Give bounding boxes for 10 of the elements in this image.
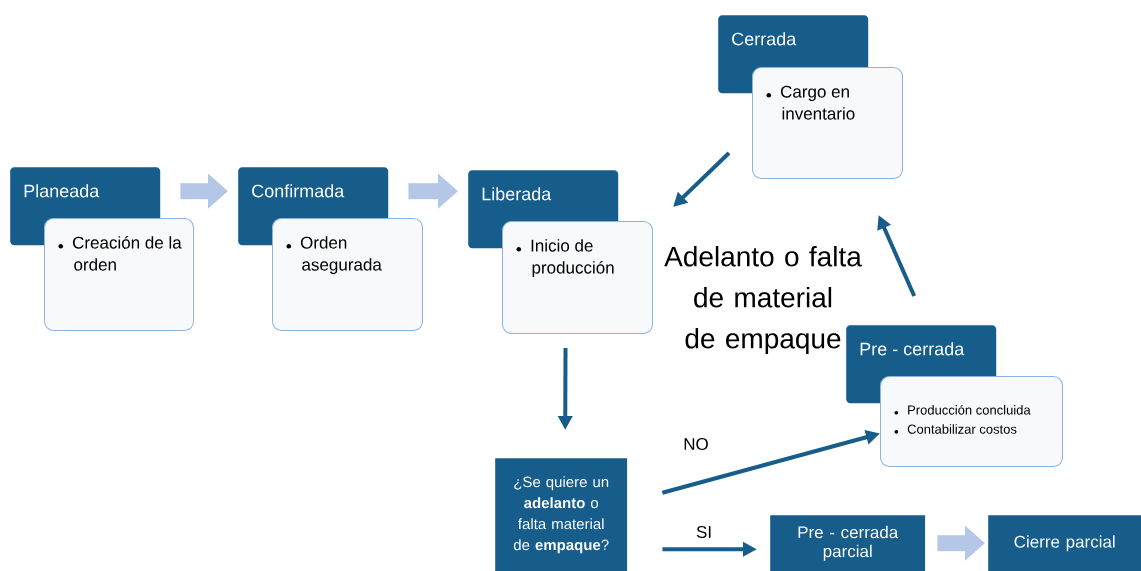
decision-box: ¿Se quiere un adelanto o falta material de empaque? xyxy=(495,458,628,571)
stage-box: Cierre parcial xyxy=(988,515,1141,571)
detail-card: Producción concluida Contabilizar costos xyxy=(880,376,1063,467)
edge-label: NO xyxy=(681,436,711,453)
detail-card: Inicio de producción xyxy=(502,221,653,334)
detail-card: Creación de la orden xyxy=(44,218,194,331)
detail-card: Orden asegurada xyxy=(272,218,423,331)
detail-card: Cargo en inventario xyxy=(752,67,903,179)
edge-label: SI xyxy=(694,524,715,541)
stage-box: Pre - cerrada parcial xyxy=(770,515,926,571)
